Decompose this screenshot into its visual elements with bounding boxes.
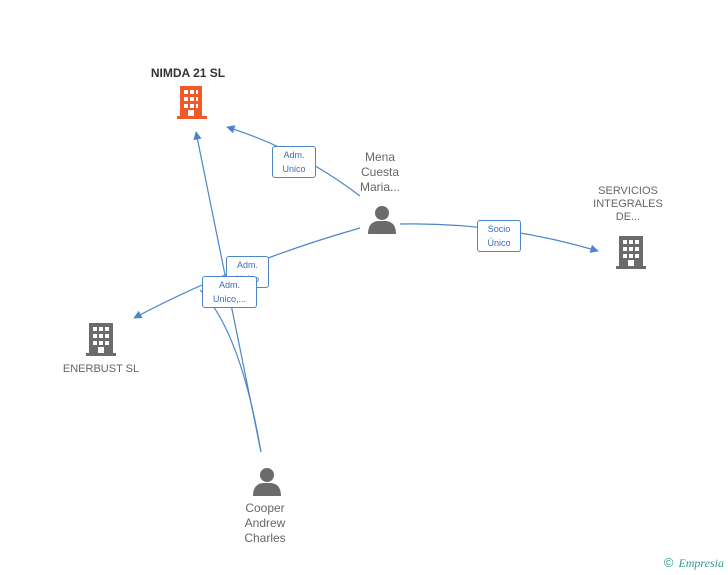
person-label-mena[interactable]: Mena Cuesta Maria... — [359, 150, 400, 194]
edge-cooper-enerbust — [199, 289, 262, 453]
company-label-enerbust[interactable]: ENERBUST SL — [62, 363, 140, 375]
building-icon[interactable] — [177, 86, 207, 119]
company-label-nimda[interactable]: NIMDA 21 SL — [150, 66, 226, 80]
person-icon[interactable] — [253, 468, 281, 496]
company-label-servicios[interactable]: SERVICIOS INTEGRALES DE... — [593, 185, 663, 223]
edge-label-cooper-enerbust[interactable]: Adm. Unico,... — [202, 276, 257, 308]
edge-label-mena-servicios[interactable]: Socio Único — [477, 220, 521, 252]
building-icon[interactable] — [616, 236, 646, 269]
brand-name[interactable]: Empresia — [678, 556, 724, 570]
person-label-cooper[interactable]: Cooper Andrew Charles — [244, 501, 286, 545]
edge-label-mena-nimda[interactable]: Adm. Unico — [272, 146, 316, 178]
person-icon[interactable] — [368, 206, 396, 234]
copyright-icon: © — [663, 555, 674, 570]
footer-brand: © Empresia — [664, 555, 724, 571]
building-icon[interactable] — [86, 323, 116, 356]
